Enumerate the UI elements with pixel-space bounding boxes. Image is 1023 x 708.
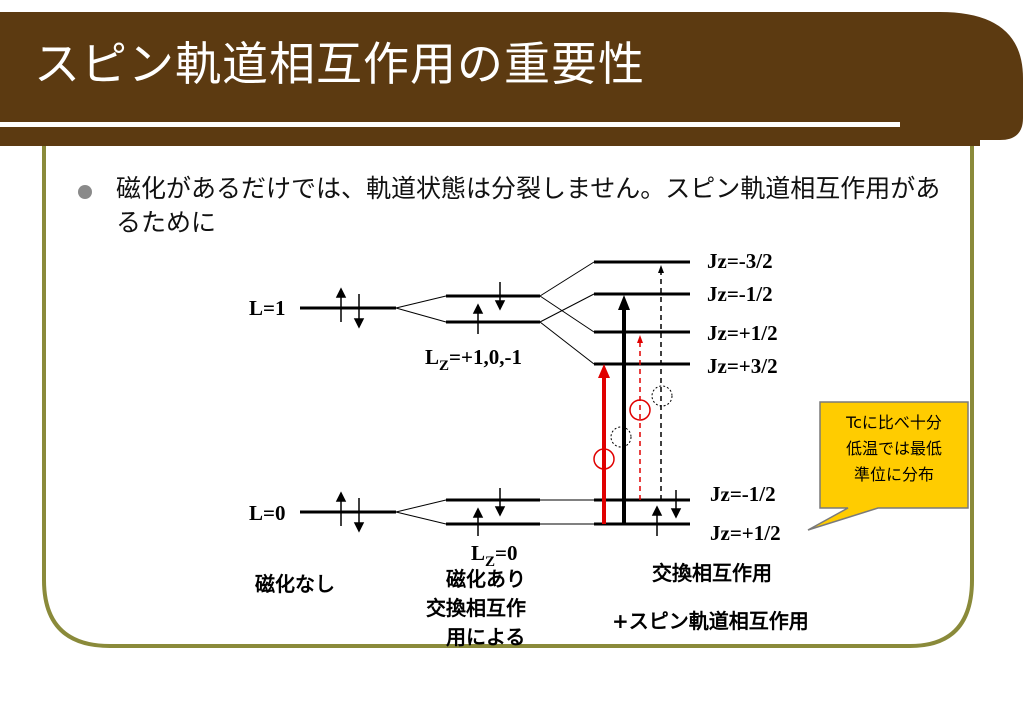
label-magnetization-1: 磁化あり <box>446 567 526 591</box>
spin-pair-l1 <box>335 287 365 329</box>
polarization-circle-dotted-2 <box>651 385 673 407</box>
spin-mid-p <box>472 282 506 334</box>
callout-line-3: 準位に分布 <box>854 465 934 484</box>
title-underline <box>0 122 900 127</box>
label-jz-s-m12: Jz=-1/2 <box>710 482 776 506</box>
label-exchange: 交換相互作用 <box>652 561 772 585</box>
label-no-magnetization: 磁化なし <box>255 572 335 596</box>
label-l0: L=0 <box>249 501 285 525</box>
spin-pair-l0 <box>335 491 365 533</box>
spin-mid-s <box>472 488 506 536</box>
label-jz-m12: Jz=-1/2 <box>707 282 773 306</box>
bullet-text: 磁化があるだけでは、軌道状態は分裂しません。スピン軌道相互作用があるために <box>116 174 941 237</box>
callout-box <box>807 401 969 531</box>
transition-black-dashed <box>658 265 664 500</box>
polarization-circle-dotted-1 <box>610 426 632 448</box>
label-lz-p: LZ=+1,0,-1 <box>425 345 522 374</box>
label-jz-s-p12: Jz=+1/2 <box>710 521 781 545</box>
polarization-circle-red-1 <box>593 448 615 470</box>
polarization-circle-red-2 <box>629 399 651 421</box>
transition-red-dashed <box>637 335 643 500</box>
label-jz-p32: Jz=+3/2 <box>707 354 778 378</box>
callout-line-2: 低温では最低 <box>846 439 942 458</box>
connectors-mid-right-p <box>539 261 595 365</box>
label-exchange-soc: +スピン軌道相互作用 <box>612 609 809 633</box>
callout-line-1: Tcに比べ十分 <box>845 413 942 432</box>
label-lz-s: LZ=0 <box>471 541 518 570</box>
label-magnetization-3: 用による <box>446 625 525 649</box>
slide-title: スピン軌道相互作用の重要性 <box>34 37 645 91</box>
transition-black-solid <box>618 295 630 524</box>
title-bar <box>0 12 1023 146</box>
label-magnetization-2: 交換相互作 <box>426 596 526 620</box>
content-frame <box>42 146 974 648</box>
bullet-icon <box>78 185 92 199</box>
connectors-l0 <box>395 499 447 525</box>
label-jz-p12: Jz=+1/2 <box>707 321 778 345</box>
transition-red-solid <box>598 364 610 524</box>
label-jz-m32: Jz=-3/2 <box>707 249 773 273</box>
connectors-mid-right-s <box>540 499 594 525</box>
label-l1: L=1 <box>249 296 285 320</box>
spin-right-s <box>651 490 682 536</box>
connectors-l1 <box>395 295 447 323</box>
